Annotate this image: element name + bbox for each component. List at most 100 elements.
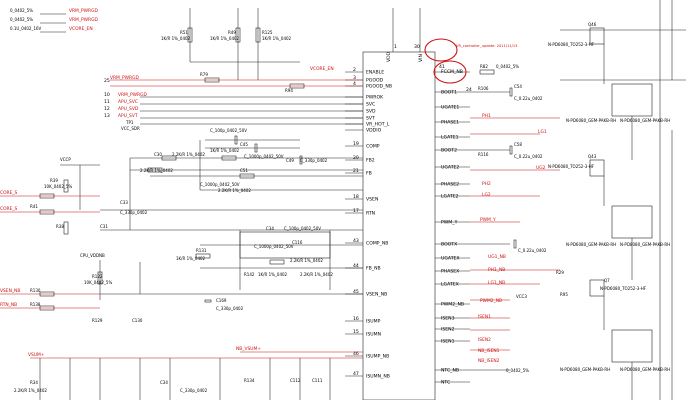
lowside-fet-3-value: N-PD6080_GEM-PAKB-RH bbox=[560, 367, 610, 372]
c-fb-value: C_1000p_0402_50V bbox=[200, 182, 240, 187]
net-nb-vsum-plus: NB_VSUM+ bbox=[236, 346, 261, 352]
lowside-fet-3 bbox=[611, 329, 653, 363]
ic-left-pin-vsen: VSEN bbox=[366, 197, 378, 203]
net-apu-svd: APU_SVD bbox=[118, 106, 139, 112]
net-lg1-nb: LG1_NB bbox=[488, 280, 505, 286]
net-apu-svt: APU_SVT bbox=[118, 113, 138, 119]
c31-ref: C31 bbox=[100, 224, 108, 229]
ic-right-pin-ntc-nb: NTC_NB bbox=[441, 368, 459, 374]
c34b-ref: C34 bbox=[160, 380, 168, 385]
net-25-number: 25 bbox=[104, 78, 110, 84]
svi-bus-wires bbox=[140, 96, 363, 125]
right-side-gate-drive: PH1 LG1 UG2 PH2 LG2 PWM_Y UG1_NB PH1_NB … bbox=[470, 91, 560, 371]
r41-body bbox=[39, 209, 55, 215]
r106-ref: R106 bbox=[478, 86, 489, 91]
c116-ref: C116 bbox=[292, 240, 303, 245]
ic-right-pin-number: 24 bbox=[466, 87, 472, 93]
ic-left-pin-number: 17 bbox=[353, 208, 359, 214]
net-apu-svc: APU_SVC bbox=[118, 99, 138, 105]
review-circle-fccm bbox=[433, 60, 467, 84]
net-vrm-pwrgd-top: VRM_PWRGD bbox=[69, 8, 98, 14]
r33-body bbox=[147, 167, 163, 173]
ic-right-pin-group: BOOT124UGATE1PHASE1LGATE1BOOT2UGATE2PHAS… bbox=[435, 87, 472, 386]
c54-value: C_0.22u_0402 bbox=[514, 96, 543, 101]
c169-ref: C169 bbox=[216, 298, 227, 303]
ic-left-pin-isump-nb: ISUMP_NB bbox=[366, 354, 389, 360]
c33-ref: C33 bbox=[120, 200, 128, 205]
q43-value: N-PD6080_TO252-3-HF bbox=[548, 164, 595, 169]
r131-ref: R131 bbox=[196, 248, 207, 253]
r82-ref: R82 bbox=[480, 64, 488, 69]
c54-body bbox=[509, 87, 513, 97]
c-comp2-value: C_1000p_0402_50V bbox=[244, 154, 284, 159]
r39-body bbox=[63, 179, 69, 193]
ic-right-pin-boot2: BOOT2 bbox=[441, 148, 457, 154]
fccm-pin-number: 41 bbox=[439, 64, 445, 70]
ic-left-pin-vsen-nb: VSEN_NB bbox=[366, 292, 387, 298]
c51-ref: C51 bbox=[240, 168, 248, 173]
r-fb3-value: 2.2K/R 1%_0402 bbox=[218, 188, 251, 193]
top-label-1: 0_0402_5% bbox=[10, 8, 33, 13]
r125-ref: R125 bbox=[262, 30, 273, 35]
controller-ic-body bbox=[362, 51, 436, 400]
review-circle-vin bbox=[424, 38, 458, 62]
ic-left-pin-svt: SVT bbox=[366, 116, 375, 122]
r34b-ref: R34 bbox=[30, 380, 38, 385]
net-11-number: 11 bbox=[104, 99, 110, 105]
r49-ref: R49 bbox=[228, 30, 236, 35]
vsum-c-value: C_330p_0402 bbox=[180, 388, 208, 393]
ic-left-pin-isumn: ISUMN bbox=[366, 332, 381, 338]
r138-ref: R138 bbox=[30, 302, 41, 307]
net-rtn-nb: RTN_NB bbox=[0, 302, 17, 308]
lowside-fet-2 bbox=[611, 205, 653, 239]
power-rail-wires bbox=[560, 29, 686, 400]
ic-right-pin-pwm-y: PWM_Y bbox=[441, 220, 458, 226]
r82-body bbox=[479, 69, 495, 75]
lowside-fet-1b-value: N-PD6080_GEM-PAKB-RH bbox=[620, 118, 670, 123]
q7-ref: Q7 bbox=[604, 278, 610, 283]
ic-left-pin-rtn: RTN bbox=[366, 211, 375, 217]
q7-value: N-PD6080_TO252-3-HF bbox=[600, 286, 647, 291]
core-sense-wires bbox=[0, 195, 100, 213]
net-lg2: LG2 bbox=[482, 192, 491, 198]
r-fb2-body bbox=[239, 173, 255, 179]
lowside-fet-1 bbox=[611, 83, 653, 117]
c58-value: C_0.22u_0402 bbox=[514, 154, 543, 159]
ic-left-pin-group: ENABLE2PGOOD3PGOOD_NB4PWROKSVCSVDSVTVR_H… bbox=[345, 67, 392, 380]
c45-body bbox=[254, 143, 258, 153]
c49-value: C_330p_0402 bbox=[300, 158, 328, 163]
net-10-number: 10 bbox=[104, 92, 110, 98]
q43-ref: Q43 bbox=[588, 154, 597, 159]
ic-right-pin-ugatex: UGATEX bbox=[441, 256, 460, 262]
r134-ref: R134 bbox=[244, 378, 255, 383]
c49-body bbox=[299, 155, 303, 165]
net-13-number: 13 bbox=[104, 113, 110, 119]
top-label-2: 0_0402_5% bbox=[10, 17, 33, 22]
r131-value: 1K/R 1%_0402 bbox=[176, 256, 206, 261]
r51-value: 1K/R 1%_0402 bbox=[161, 36, 191, 41]
c58-body bbox=[509, 145, 513, 155]
r41-ref: R41 bbox=[30, 204, 38, 209]
net-ph1: PH1 bbox=[482, 113, 491, 119]
ic-right-pin-ntc: NTC bbox=[441, 380, 450, 386]
ic-right-pin-bootx: BOOTX bbox=[441, 242, 457, 248]
ic-left-pin-number: 19 bbox=[353, 141, 359, 147]
r-nb-value: 2.2K/R 1%_0402 bbox=[300, 272, 333, 277]
r122-value: 10K_0402_5% bbox=[84, 280, 112, 285]
net-ph1-nb: PH1_NB bbox=[488, 267, 505, 273]
net-vsum-plus: VSUM+ bbox=[28, 352, 45, 358]
ic-left-pin-comp-nb: COMP_NB bbox=[366, 241, 388, 247]
ic-left-pin-number: 43 bbox=[353, 238, 359, 244]
r125-body bbox=[255, 27, 261, 43]
r38-body bbox=[63, 221, 69, 235]
r51-body bbox=[187, 27, 193, 43]
r122-body bbox=[97, 271, 103, 285]
r129-ref: R129 bbox=[92, 318, 103, 323]
top-label-3: 0.1U_0402_16V bbox=[10, 26, 42, 31]
r130-ref: R130 bbox=[30, 288, 41, 293]
c45-ref: C45 bbox=[240, 142, 248, 147]
top-left-wires bbox=[40, 13, 66, 33]
q46-value: N-PD6080_TO252-3-HF bbox=[548, 42, 595, 47]
ic-left-pin-number: 47 bbox=[353, 371, 359, 377]
r-comp-value: 1K/R 1%_0402 bbox=[210, 148, 240, 153]
